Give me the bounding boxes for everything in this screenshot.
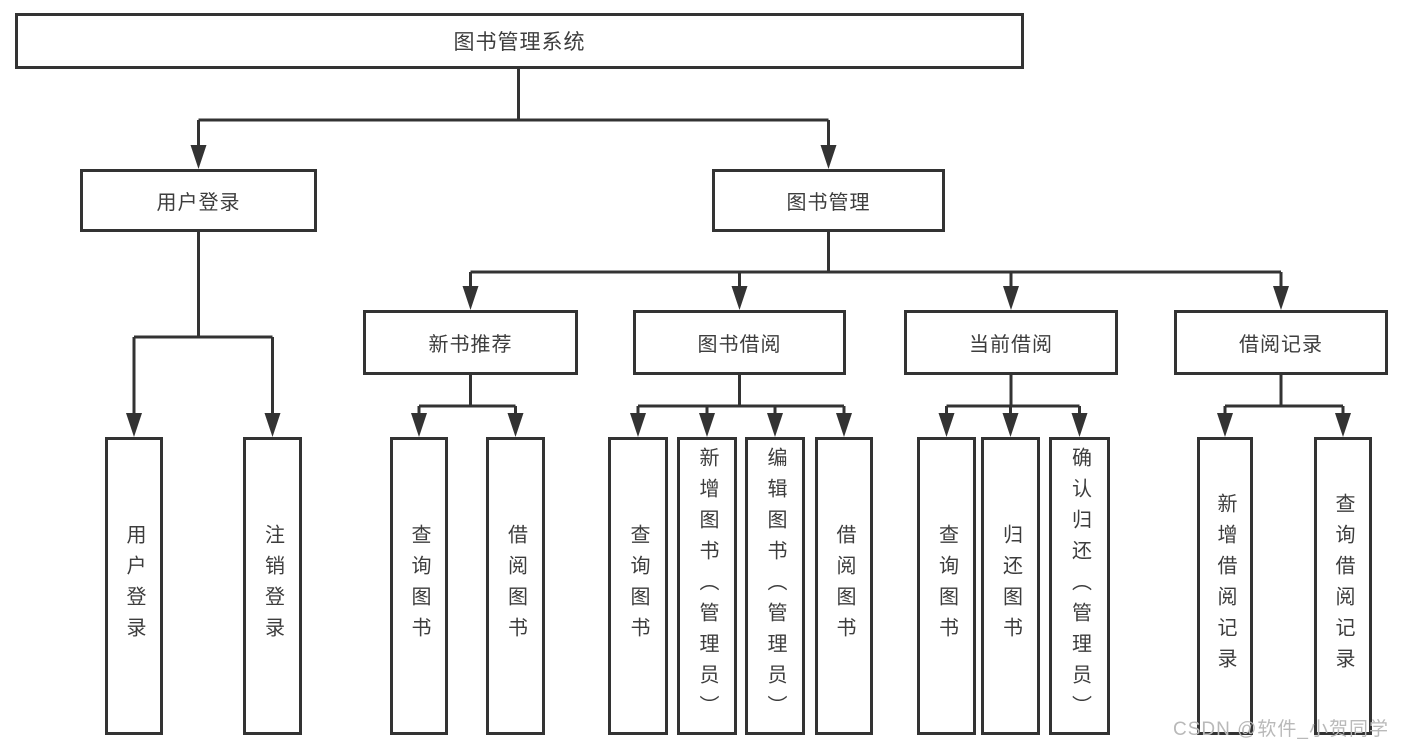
node-user-login: 用户登录 [80,169,317,232]
leaf-logout: 注销登录 [243,437,302,735]
node-book-management: 图书管理 [712,169,945,232]
node-label: 查询借阅记录 [1332,493,1354,679]
node-label: 图书管理 [786,192,871,214]
node-label: 图书管理系统 [453,31,586,54]
node-label: 当前借阅 [969,334,1053,356]
node-book-borrowing: 图书借阅 [633,310,846,375]
watermark: CSDN @软件_小贺同学 [1173,719,1389,740]
node-current-borrowing: 当前借阅 [904,310,1118,375]
node-borrowing-records: 借阅记录 [1174,310,1388,375]
node-label: 查询图书 [935,524,958,648]
leaf-borrow-books-recommend: 借阅图书 [486,437,545,735]
leaf-query-books-borrowing: 查询图书 [608,437,668,735]
leaf-add-borrow-record: 新增借阅记录 [1197,437,1253,735]
node-label: 确认归还（管理员） [1068,446,1091,726]
node-label: 图书借阅 [697,334,782,356]
node-label: 借阅记录 [1239,334,1323,356]
node-label: 注销登录 [261,524,284,648]
node-label: 新增图书（管理员） [696,446,718,726]
node-label: 用户登录 [156,192,241,214]
node-book-management-system: 图书管理系统 [15,13,1024,69]
node-label: 归还图书 [999,524,1022,648]
leaf-borrow-books: 借阅图书 [815,437,873,735]
node-new-book-recommend: 新书推荐 [363,310,578,375]
node-label: 查询图书 [627,524,649,648]
leaf-query-books-current: 查询图书 [917,437,976,735]
node-label: 查询图书 [408,524,430,648]
node-label: 新书推荐 [428,334,513,356]
node-label: 用户登录 [123,524,145,648]
leaf-user-login: 用户登录 [105,437,163,735]
node-label: 借阅图书 [504,524,527,648]
leaf-return-book: 归还图书 [981,437,1040,735]
leaf-query-borrow-record: 查询借阅记录 [1314,437,1372,735]
node-label: 编辑图书（管理员） [764,446,786,726]
leaf-add-book-admin: 新增图书（管理员） [677,437,737,735]
leaf-edit-book-admin: 编辑图书（管理员） [745,437,805,735]
leaf-confirm-return-admin: 确认归还（管理员） [1049,437,1110,735]
leaf-query-books-recommend: 查询图书 [390,437,448,735]
node-label: 新增借阅记录 [1214,493,1236,679]
node-label: 借阅图书 [833,524,855,648]
